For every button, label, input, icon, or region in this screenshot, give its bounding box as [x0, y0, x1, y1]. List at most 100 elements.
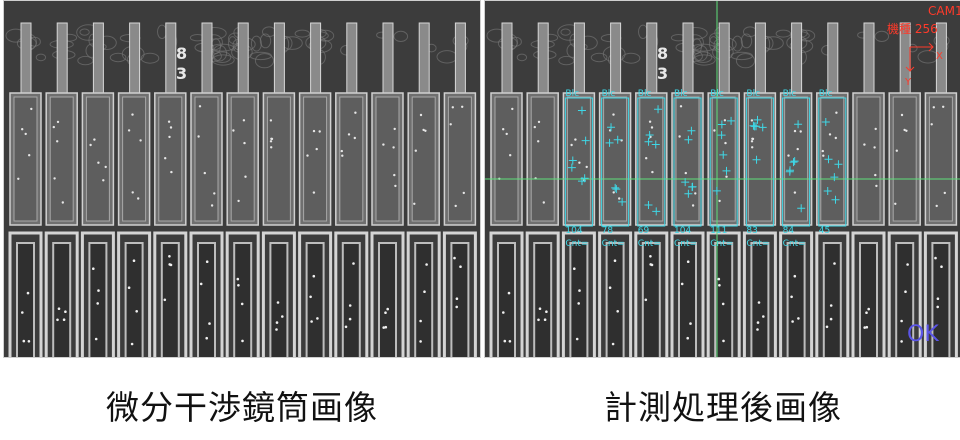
- defect-dot: [502, 128, 505, 131]
- pattern-column: [742, 22, 777, 357]
- detection-mark: [645, 130, 654, 139]
- upper-pad-inner: [892, 96, 917, 222]
- box-value: 78: [602, 226, 614, 236]
- defect-dot: [900, 340, 903, 343]
- defect-dot: [205, 336, 208, 340]
- detection-mark: [607, 123, 616, 132]
- lower-frame: [153, 231, 188, 357]
- defect-dot: [315, 147, 318, 151]
- pattern-column: [153, 22, 188, 357]
- defect-dot: [863, 326, 866, 329]
- defect-dot: [684, 171, 687, 175]
- pattern-column: [80, 22, 115, 357]
- defect-dot: [934, 256, 937, 260]
- defect-dot: [833, 262, 836, 265]
- pattern-column: [298, 22, 333, 357]
- defect-dot: [574, 138, 577, 141]
- detection-mark: [758, 123, 767, 132]
- detection-mark: [750, 122, 759, 131]
- defect-dot: [756, 328, 759, 331]
- defect-dot: [354, 111, 357, 114]
- defect-dot: [645, 157, 648, 160]
- defect-dot: [900, 319, 903, 323]
- lower-frame: [117, 231, 152, 357]
- lead-finger: [718, 22, 730, 98]
- pattern-column: [815, 22, 850, 357]
- defect-dot: [689, 322, 692, 325]
- defect-dot: [24, 132, 27, 136]
- box-value: 83: [746, 226, 757, 236]
- defect-dot: [131, 191, 134, 194]
- defect-dot: [678, 135, 681, 138]
- defect-dot: [650, 126, 654, 129]
- measurement-overlay: Blc104Blc78Blc69Blc104Blc111Blc83Blc84Bl…: [485, 1, 960, 357]
- lower-frame: [561, 231, 596, 357]
- defect-dot: [686, 336, 689, 340]
- defect-dot: [163, 298, 167, 302]
- box-label: Blc: [602, 89, 616, 99]
- defect-dot: [384, 325, 388, 329]
- defect-dot: [97, 289, 100, 292]
- defect-dot: [894, 202, 897, 205]
- lower-slot: [641, 242, 661, 357]
- upper-pad-inner: [49, 96, 74, 222]
- defect-dot: [392, 146, 395, 149]
- lead-finger: [827, 22, 839, 98]
- defect-dot: [352, 262, 355, 265]
- lower-frame: [742, 231, 777, 357]
- measurement-roi: [564, 97, 593, 227]
- defect-dot: [132, 259, 136, 263]
- defect-dot: [942, 105, 945, 109]
- detection-mark: [823, 187, 832, 196]
- defect-dot: [167, 120, 171, 123]
- upper-pad-inner: [266, 96, 291, 222]
- detection-mark: [794, 120, 803, 129]
- defect-dot: [419, 340, 422, 343]
- detection-mark: [753, 115, 762, 124]
- lower-frame: [370, 231, 405, 357]
- lower-frame: [525, 231, 560, 357]
- lead-finger: [863, 22, 875, 98]
- detection-mark: [719, 150, 728, 159]
- defect-dot: [936, 297, 940, 301]
- pattern-column: [670, 22, 705, 357]
- defect-dot: [353, 136, 356, 140]
- defect-dot: [53, 177, 56, 180]
- defect-dot: [62, 318, 66, 322]
- defect-dot: [312, 129, 316, 133]
- defect-dot: [822, 154, 825, 157]
- defect-dot: [821, 149, 824, 153]
- box-value: 104: [565, 226, 582, 236]
- measurement-box: Blc 78: [601, 89, 630, 236]
- defect-dot: [94, 337, 98, 341]
- defect-dot: [423, 290, 426, 294]
- pattern-column: [442, 22, 477, 357]
- lower-frame: [189, 231, 224, 357]
- lower-slot: [197, 242, 216, 357]
- lower-frame: [815, 231, 850, 357]
- pattern-column: [406, 22, 441, 357]
- detection-mark: [567, 163, 576, 172]
- defect-dot: [22, 339, 26, 343]
- lower-slot: [160, 242, 180, 357]
- measurement-roi: [818, 97, 847, 227]
- detection-mark: [580, 174, 589, 183]
- defect-dot: [797, 317, 800, 320]
- detection-mark: [644, 137, 653, 146]
- upper-pad-inner: [447, 96, 472, 222]
- defect-dot: [92, 267, 95, 271]
- defect-dot: [454, 204, 457, 208]
- defect-dot: [796, 147, 799, 151]
- defect-dot: [578, 289, 581, 292]
- pattern-column: [561, 22, 596, 357]
- lead-finger: [20, 22, 32, 98]
- defect-dot: [751, 146, 754, 149]
- lower-slot: [305, 242, 325, 357]
- box-label: Blc: [638, 89, 652, 99]
- lower-frame: [670, 231, 705, 357]
- lower-frame: [887, 231, 922, 357]
- defect-dot: [537, 318, 540, 322]
- detection-mark: [722, 166, 731, 175]
- upper-pad-inner: [784, 96, 809, 222]
- defect-dot: [874, 173, 877, 177]
